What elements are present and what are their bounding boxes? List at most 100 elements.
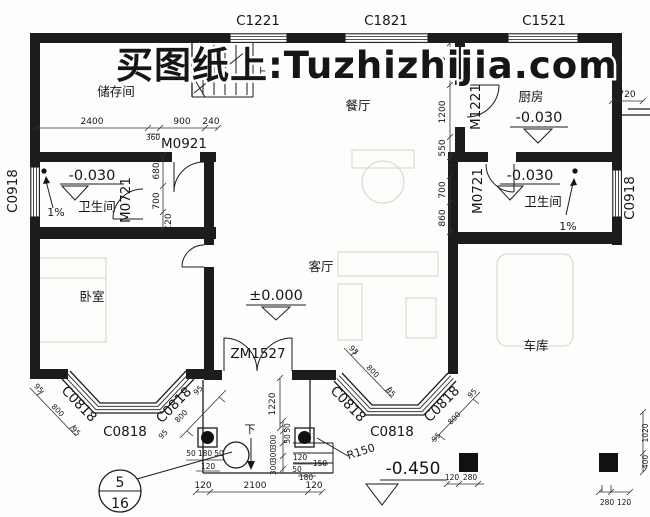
svg-text:50: 50 bbox=[186, 449, 196, 458]
elevation-outdoor: -0.450 bbox=[364, 459, 447, 506]
svg-text:95: 95 bbox=[69, 425, 82, 438]
living-bay-window bbox=[333, 372, 457, 416]
label-zm1527: ZM1527 bbox=[230, 346, 285, 362]
room-bath-right: 卫生间 bbox=[524, 194, 562, 209]
svg-text:±0.000: ±0.000 bbox=[249, 288, 303, 304]
porch-column-right bbox=[294, 427, 315, 448]
label-c0818-liv-left: C0818 bbox=[327, 383, 369, 426]
step-down-label: 下 bbox=[245, 423, 256, 436]
window-c1521-icon bbox=[507, 33, 579, 43]
room-bedroom: 卧室 bbox=[79, 289, 104, 304]
door-m1221-swing-icon bbox=[466, 84, 500, 118]
svg-text:700: 700 bbox=[438, 181, 448, 198]
label-c1521: C1521 bbox=[522, 13, 566, 29]
elevation-triangle-icon bbox=[60, 185, 90, 201]
watermark-text: 买图纸上:Tuzhizhijia.com bbox=[116, 44, 618, 87]
slope-arrow-icon bbox=[570, 178, 577, 186]
svg-text:720: 720 bbox=[618, 90, 635, 100]
svg-text:1220: 1220 bbox=[268, 392, 278, 415]
svg-text:2400: 2400 bbox=[81, 117, 104, 127]
slope-arrow-icon bbox=[43, 176, 50, 184]
svg-text:400: 400 bbox=[641, 455, 650, 470]
post-left bbox=[459, 453, 478, 472]
svg-text:950: 950 bbox=[438, 56, 448, 73]
room-labels: 储存间 餐厅 厨房 卫生间 卫生间 客厅 卧室 车库 bbox=[78, 84, 562, 353]
room-dining: 餐厅 bbox=[345, 98, 370, 113]
svg-text:300: 300 bbox=[269, 461, 278, 476]
svg-text:120: 120 bbox=[164, 213, 174, 230]
svg-text:120: 120 bbox=[201, 462, 216, 471]
elevation-triangle-icon bbox=[364, 483, 400, 506]
svg-text:-0.030: -0.030 bbox=[507, 168, 554, 184]
svg-text:680: 680 bbox=[152, 162, 162, 179]
elevation-bath-left: -0.030 bbox=[60, 168, 124, 201]
svg-text:-0.030: -0.030 bbox=[516, 110, 563, 126]
windows bbox=[30, 33, 622, 218]
elevation-kitchen: -0.030 bbox=[510, 110, 568, 144]
label-m0721-left: M0721 bbox=[118, 177, 134, 223]
label-c0818-liv-mid: C0818 bbox=[370, 424, 414, 440]
svg-text:700: 700 bbox=[152, 192, 162, 209]
radius-note: R150 bbox=[345, 441, 376, 462]
svg-text:120: 120 bbox=[617, 498, 632, 507]
slope-right-label: 1% bbox=[559, 220, 576, 233]
svg-text:240: 240 bbox=[449, 159, 459, 176]
window-c0918-right-icon bbox=[612, 169, 622, 218]
elevation-triangle-icon bbox=[495, 185, 525, 201]
svg-text:-0.450: -0.450 bbox=[386, 459, 441, 479]
svg-text:50: 50 bbox=[283, 434, 292, 444]
svg-text:16: 16 bbox=[111, 496, 129, 512]
elevation-hall: ±0.000 bbox=[246, 288, 306, 321]
svg-text:50: 50 bbox=[292, 465, 302, 474]
svg-text:2100: 2100 bbox=[244, 481, 267, 491]
bedroom-bay-window bbox=[61, 370, 195, 414]
svg-text:120: 120 bbox=[194, 481, 211, 491]
svg-text:150: 150 bbox=[313, 459, 328, 468]
svg-text:50: 50 bbox=[283, 423, 292, 433]
post-right bbox=[599, 453, 618, 472]
svg-text:240: 240 bbox=[202, 117, 219, 127]
floor-drain-icon bbox=[572, 168, 578, 174]
porch-round-column bbox=[222, 441, 250, 469]
label-m0721-right: M0721 bbox=[470, 168, 486, 214]
doors bbox=[112, 84, 515, 372]
window-c1221-icon bbox=[229, 33, 288, 43]
svg-text:550: 550 bbox=[438, 139, 448, 156]
walls bbox=[30, 33, 622, 380]
elevation-markers: -0.030 -0.030 -0.030 ±0.000 -0.450 bbox=[60, 110, 568, 506]
svg-text:300: 300 bbox=[269, 435, 278, 450]
svg-text:95: 95 bbox=[157, 428, 170, 441]
label-c1821: C1821 bbox=[364, 13, 408, 29]
svg-text:300: 300 bbox=[269, 448, 278, 463]
label-c0818-bed-left: C0818 bbox=[58, 383, 100, 426]
down-arrow-icon bbox=[247, 461, 255, 470]
door-m0921-swing-icon bbox=[173, 161, 205, 193]
slope-markers: 1% 1% bbox=[41, 168, 578, 233]
room-garage: 车库 bbox=[523, 338, 548, 353]
carport-posts bbox=[459, 453, 618, 472]
room-living-hall: 客厅 bbox=[308, 259, 333, 274]
slope-left-label: 1% bbox=[47, 206, 64, 219]
svg-text:95: 95 bbox=[466, 387, 479, 400]
staircase: 上 bbox=[191, 43, 267, 98]
svg-text:120: 120 bbox=[293, 453, 308, 462]
door-m0721-right-swing-icon bbox=[485, 163, 515, 193]
svg-text:900: 900 bbox=[173, 117, 190, 127]
svg-text:360: 360 bbox=[146, 133, 161, 142]
room-storage: 储存间 bbox=[97, 84, 135, 99]
elevation-triangle-icon bbox=[260, 306, 292, 321]
svg-text:50: 50 bbox=[214, 449, 224, 458]
door-bedroom-swing-icon bbox=[181, 244, 205, 268]
label-m1221: M1221 bbox=[468, 84, 484, 130]
svg-text:180: 180 bbox=[299, 473, 314, 482]
svg-text:280: 280 bbox=[600, 498, 615, 507]
label-c0818-bed-mid: C0818 bbox=[103, 424, 147, 440]
svg-text:800: 800 bbox=[50, 402, 67, 419]
floor-drain-icon bbox=[41, 168, 47, 174]
svg-text:120: 120 bbox=[305, 481, 322, 491]
entrance-porch: 下 bbox=[197, 380, 334, 474]
svg-text:95: 95 bbox=[347, 344, 360, 357]
window-c0918-left-icon bbox=[30, 166, 40, 218]
svg-text:120: 120 bbox=[445, 473, 460, 482]
